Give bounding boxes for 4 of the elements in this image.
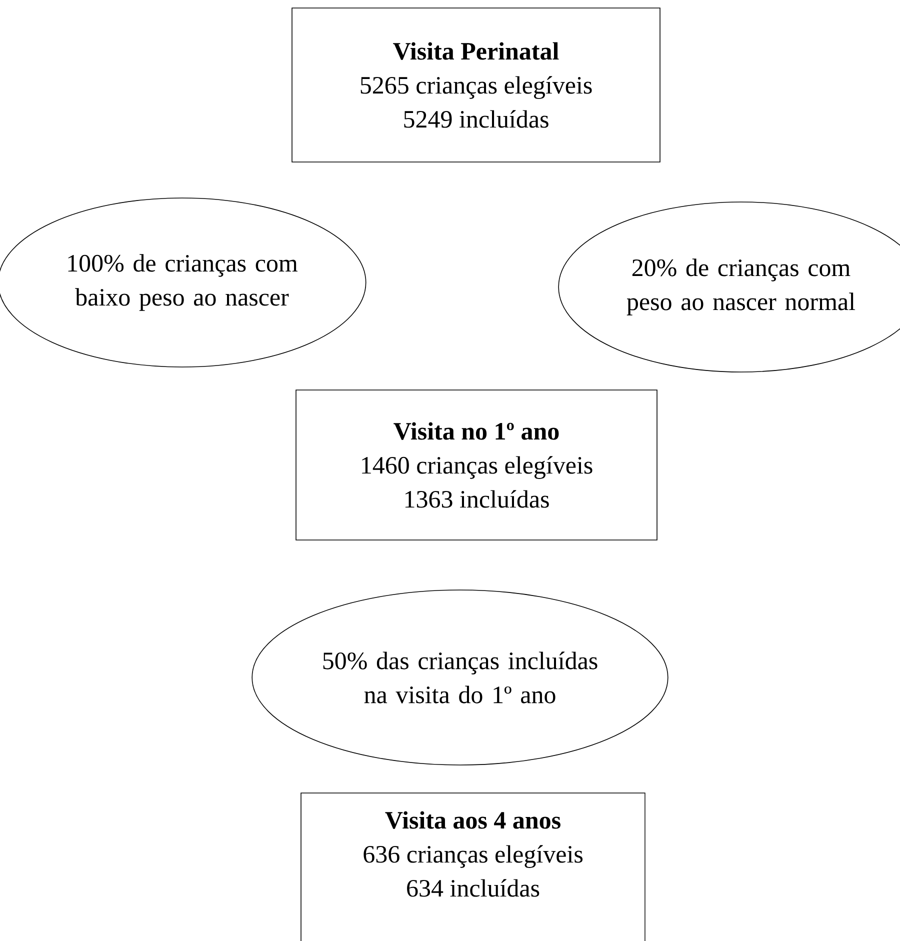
ellipse-node: 50% das crianças incluídas na visita do 1º ano [252,590,668,766]
process-box: Visita Perinatal 5265 crianças elegíveis 5249 incluídas [292,8,660,162]
process-box: Visita no 1º ano 1460 crianças elegíveis 1363 incluídas [296,390,658,540]
process-box: Visita aos 4 anos 636 crianças elegíveis 634 incluídas [300,792,646,941]
